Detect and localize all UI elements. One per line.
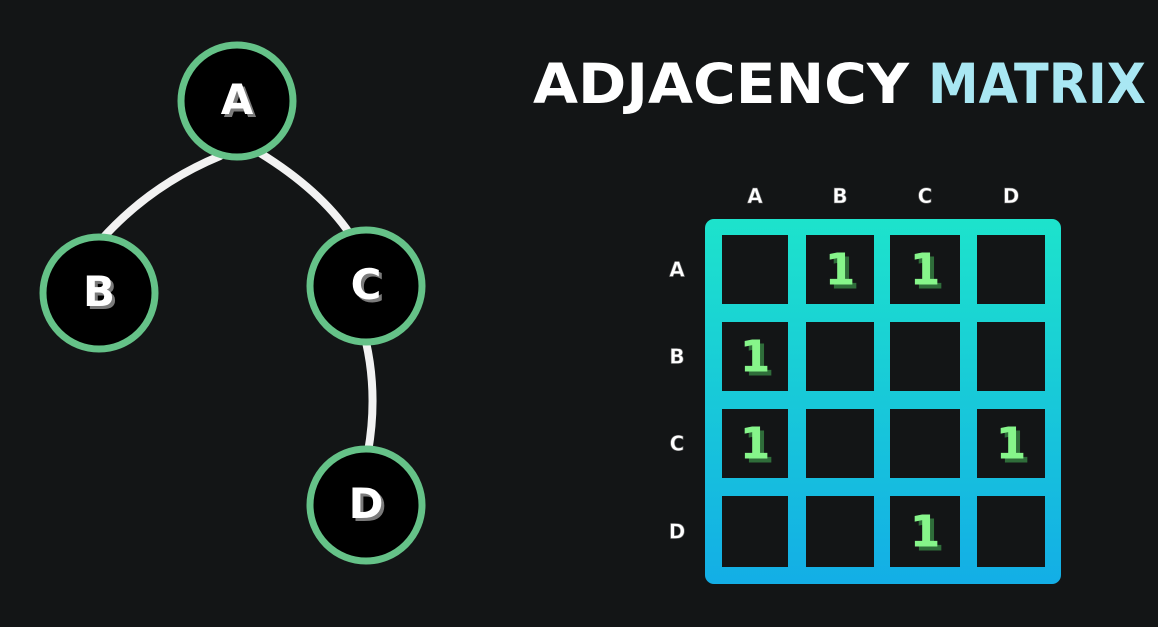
cell-box bbox=[977, 235, 1045, 304]
cell-box bbox=[722, 496, 788, 567]
edge-c-d bbox=[362, 338, 377, 456]
node-d: DD bbox=[306, 445, 426, 565]
cell-box bbox=[722, 235, 788, 304]
cell-c-b bbox=[806, 409, 874, 478]
graph-edges bbox=[97, 149, 377, 456]
cell-value-shadow: 1 bbox=[914, 249, 945, 300]
matrix-grid-frame bbox=[705, 219, 1061, 584]
column-label-d: D bbox=[1003, 184, 1020, 208]
cell-box bbox=[890, 496, 960, 567]
cell-value: 1 bbox=[910, 245, 941, 296]
cell-box bbox=[806, 235, 874, 304]
cell-a-a bbox=[722, 235, 788, 304]
node-label: D bbox=[349, 479, 384, 528]
cell-b-b bbox=[806, 322, 874, 391]
cell-d-d bbox=[977, 496, 1045, 567]
matrix-column-labels: A B C D bbox=[747, 184, 1020, 209]
node-circle bbox=[177, 41, 297, 161]
column-label-b: B bbox=[832, 184, 847, 208]
matrix-row-labels: A B C D bbox=[668, 257, 686, 544]
cell-box bbox=[977, 409, 1045, 478]
node-label: A bbox=[221, 75, 254, 124]
node-label: C bbox=[351, 260, 382, 309]
cell-c-c bbox=[890, 409, 960, 478]
edge-a-c bbox=[256, 149, 354, 238]
cell-d-c: 11 bbox=[890, 496, 960, 567]
cell-value-shadow: 1 bbox=[914, 511, 945, 562]
node-label-shadow: B bbox=[86, 270, 118, 319]
cell-box bbox=[806, 322, 874, 391]
node-label-shadow: C bbox=[354, 263, 385, 312]
cell-value-shadow: 1 bbox=[829, 249, 860, 300]
cell-box bbox=[890, 409, 960, 478]
cell-d-a bbox=[722, 496, 788, 567]
cell-value: 1 bbox=[740, 419, 771, 470]
cell-box bbox=[722, 322, 788, 391]
cell-c-d: 11 bbox=[977, 409, 1045, 478]
node-a: AA bbox=[177, 41, 297, 161]
row-label-b: B bbox=[669, 345, 684, 369]
cell-a-c: 11 bbox=[890, 235, 960, 304]
cell-b-a: 11 bbox=[722, 322, 788, 391]
cell-c-a: 11 bbox=[722, 409, 788, 478]
node-label-shadow: D bbox=[352, 482, 387, 531]
cell-a-d bbox=[977, 235, 1045, 304]
cell-value-shadow: 1 bbox=[1000, 423, 1031, 474]
node-circle bbox=[306, 445, 426, 565]
cell-value-shadow: 1 bbox=[744, 423, 775, 474]
page-title: ADJACENCY MATRIX bbox=[533, 52, 1146, 116]
cell-value: 1 bbox=[825, 245, 856, 296]
row-label-a: A bbox=[669, 258, 685, 282]
node-label: B bbox=[83, 267, 115, 316]
cell-box bbox=[890, 235, 960, 304]
column-label-a: A bbox=[747, 184, 763, 208]
cell-value: 1 bbox=[740, 332, 771, 383]
cell-value-shadow: 1 bbox=[744, 336, 775, 387]
cell-box bbox=[722, 409, 788, 478]
column-label-c: C bbox=[918, 184, 933, 208]
node-label-shadow: A bbox=[224, 78, 257, 127]
cell-box bbox=[890, 322, 960, 391]
cell-box bbox=[977, 496, 1045, 567]
node-c: CC bbox=[306, 226, 426, 346]
row-label-c: C bbox=[670, 432, 685, 456]
cell-value: 1 bbox=[996, 419, 1027, 470]
node-circle bbox=[306, 226, 426, 346]
row-label-d: D bbox=[669, 520, 686, 544]
cell-box bbox=[806, 409, 874, 478]
node-b: BB bbox=[39, 233, 159, 353]
title-word-matrix: MATRIX bbox=[928, 52, 1146, 116]
cell-a-b: 11 bbox=[806, 235, 874, 304]
cell-box bbox=[977, 322, 1045, 391]
cell-b-c bbox=[890, 322, 960, 391]
edge-a-b bbox=[97, 152, 224, 244]
title-word-adjacency: ADJACENCY bbox=[533, 52, 910, 116]
node-circle bbox=[39, 233, 159, 353]
cell-d-b bbox=[806, 496, 874, 567]
cell-box bbox=[806, 496, 874, 567]
cell-value: 1 bbox=[910, 507, 941, 558]
cell-b-d bbox=[977, 322, 1045, 391]
